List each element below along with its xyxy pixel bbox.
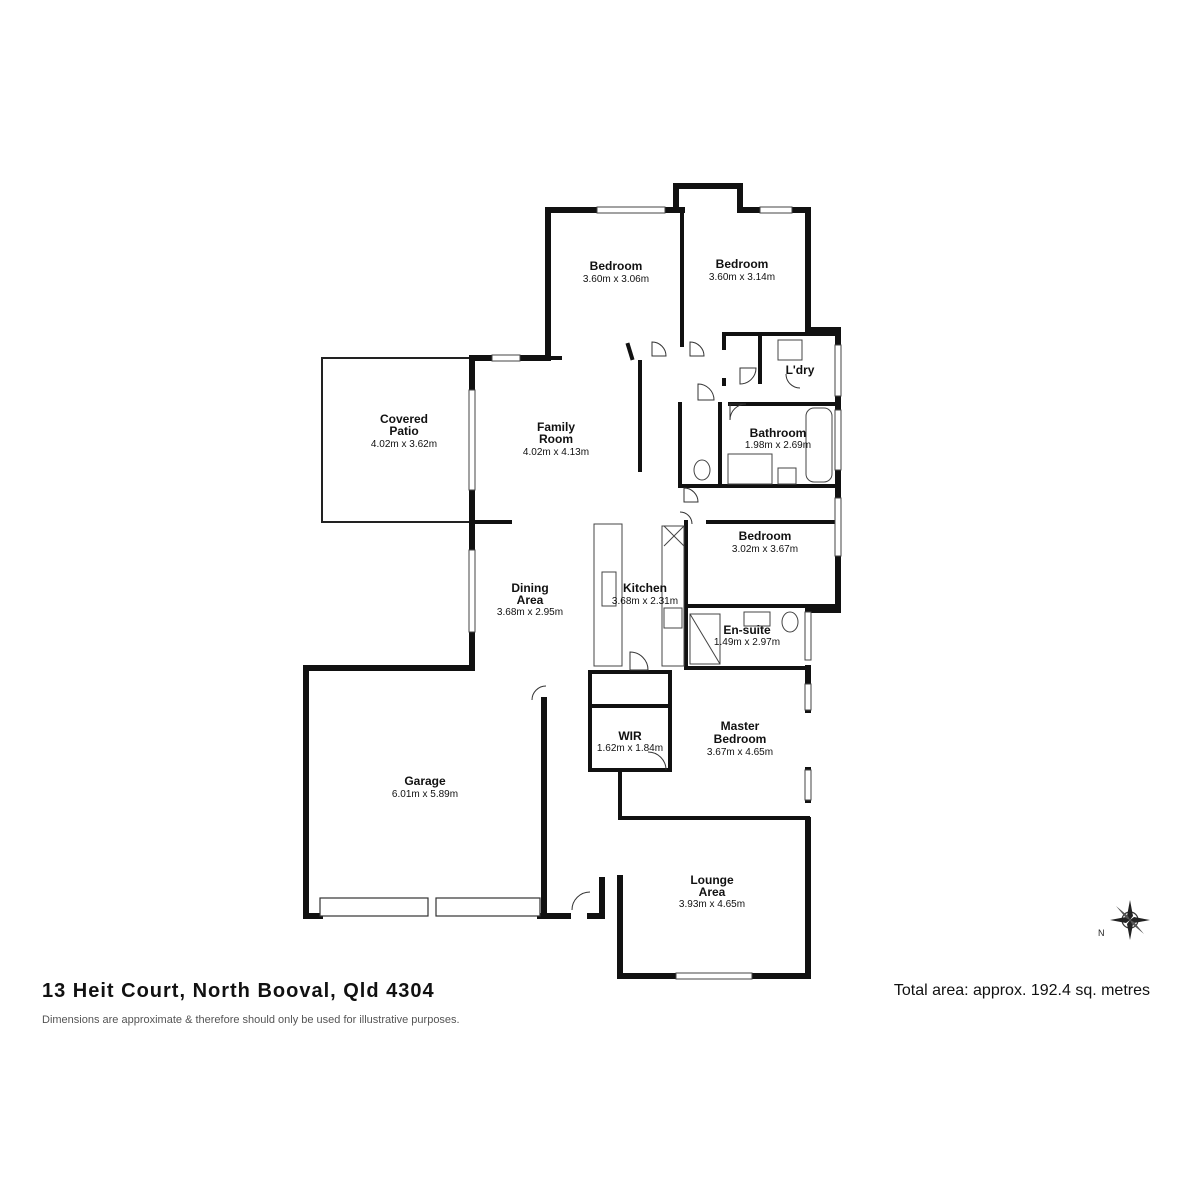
room-dims: 3.68m x 2.95m bbox=[497, 607, 563, 618]
room-label-bedroom-nw: Bedroom 3.60m x 3.06m bbox=[583, 259, 649, 285]
room-name: Bedroom bbox=[739, 529, 792, 543]
room-label-kitchen: Kitchen 3.68m x 2.31m bbox=[612, 581, 678, 607]
room-name: L'dry bbox=[786, 363, 815, 377]
room-name: En-suite bbox=[723, 623, 771, 637]
room-name: Room bbox=[539, 432, 573, 446]
compass-icon: N bbox=[1098, 900, 1150, 940]
room-dims: 3.68m x 2.31m bbox=[612, 596, 678, 607]
room-label-dining-area: Dining Area 3.68m x 2.95m bbox=[497, 581, 563, 618]
room-label-bedroom-ne: Bedroom 3.60m x 3.14m bbox=[709, 257, 775, 283]
compass-north-label: N bbox=[1098, 928, 1105, 938]
room-name: Area bbox=[517, 593, 544, 607]
room-dims: 3.02m x 3.67m bbox=[732, 544, 798, 555]
room-dims: 3.60m x 3.06m bbox=[583, 274, 649, 285]
room-labels: Bedroom 3.60m x 3.06m Bedroom 3.60m x 3.… bbox=[371, 257, 815, 910]
room-name: Garage bbox=[404, 774, 446, 788]
room-name: Covered bbox=[380, 412, 428, 426]
windows bbox=[468, 206, 842, 980]
room-name: Bedroom bbox=[716, 257, 769, 271]
room-label-ensuite: En-suite 1.49m x 2.97m bbox=[714, 623, 780, 648]
bathroom-fixtures bbox=[689, 339, 833, 665]
room-label-covered-patio: Covered Patio 4.02m x 3.62m bbox=[371, 412, 437, 450]
room-dims: 6.01m x 5.89m bbox=[392, 789, 458, 800]
room-name: Bedroom bbox=[714, 732, 767, 746]
room-label-wir: WIR 1.62m x 1.84m bbox=[597, 729, 663, 754]
covered-patio-outline bbox=[321, 357, 472, 523]
room-dims: 1.62m x 1.84m bbox=[597, 743, 663, 754]
room-label-laundry: L'dry bbox=[786, 363, 815, 377]
interior-walls bbox=[472, 208, 840, 820]
room-label-bathroom: Bathroom 1.98m x 2.69m bbox=[745, 426, 811, 451]
room-dims: 4.02m x 4.13m bbox=[523, 447, 589, 458]
property-address: 13 Heit Court, North Booval, Qld 4304 bbox=[42, 980, 435, 1002]
room-name: WIR bbox=[618, 729, 642, 743]
room-label-family-room: Family Room 4.02m x 4.13m bbox=[523, 420, 589, 458]
room-name: Family bbox=[537, 420, 575, 434]
door-swings bbox=[531, 341, 801, 911]
room-dims: 4.02m x 3.62m bbox=[371, 439, 437, 450]
room-label-garage: Garage 6.01m x 5.89m bbox=[392, 774, 458, 800]
garage-doors bbox=[319, 897, 541, 917]
room-dims: 1.98m x 2.69m bbox=[745, 440, 811, 451]
room-name: Dining bbox=[511, 581, 548, 595]
room-label-bedroom-e: Bedroom 3.02m x 3.67m bbox=[732, 529, 798, 555]
room-dims: 3.93m x 4.65m bbox=[679, 899, 745, 910]
room-name: Kitchen bbox=[623, 581, 667, 595]
total-area-text: Total area: approx. 192.4 sq. metres bbox=[893, 982, 1150, 999]
room-dims: 3.67m x 4.65m bbox=[707, 747, 773, 758]
room-label-lounge-area: Lounge Area 3.93m x 4.65m bbox=[679, 873, 745, 910]
kitchen-fixtures bbox=[593, 523, 685, 667]
exterior-walls bbox=[303, 183, 841, 979]
disclaimer-text: Dimensions are approximate & therefore s… bbox=[42, 1014, 460, 1026]
room-name: Lounge bbox=[690, 873, 734, 887]
room-name: Patio bbox=[389, 424, 418, 438]
room-name: Area bbox=[699, 885, 726, 899]
room-name: Bathroom bbox=[750, 426, 807, 440]
room-dims: 3.60m x 3.14m bbox=[709, 272, 775, 283]
room-label-master-bedroom: Master Bedroom 3.67m x 4.65m bbox=[707, 719, 773, 758]
room-dims: 1.49m x 2.97m bbox=[714, 637, 780, 648]
room-name: Bedroom bbox=[590, 259, 643, 273]
room-name: Master bbox=[721, 719, 760, 733]
